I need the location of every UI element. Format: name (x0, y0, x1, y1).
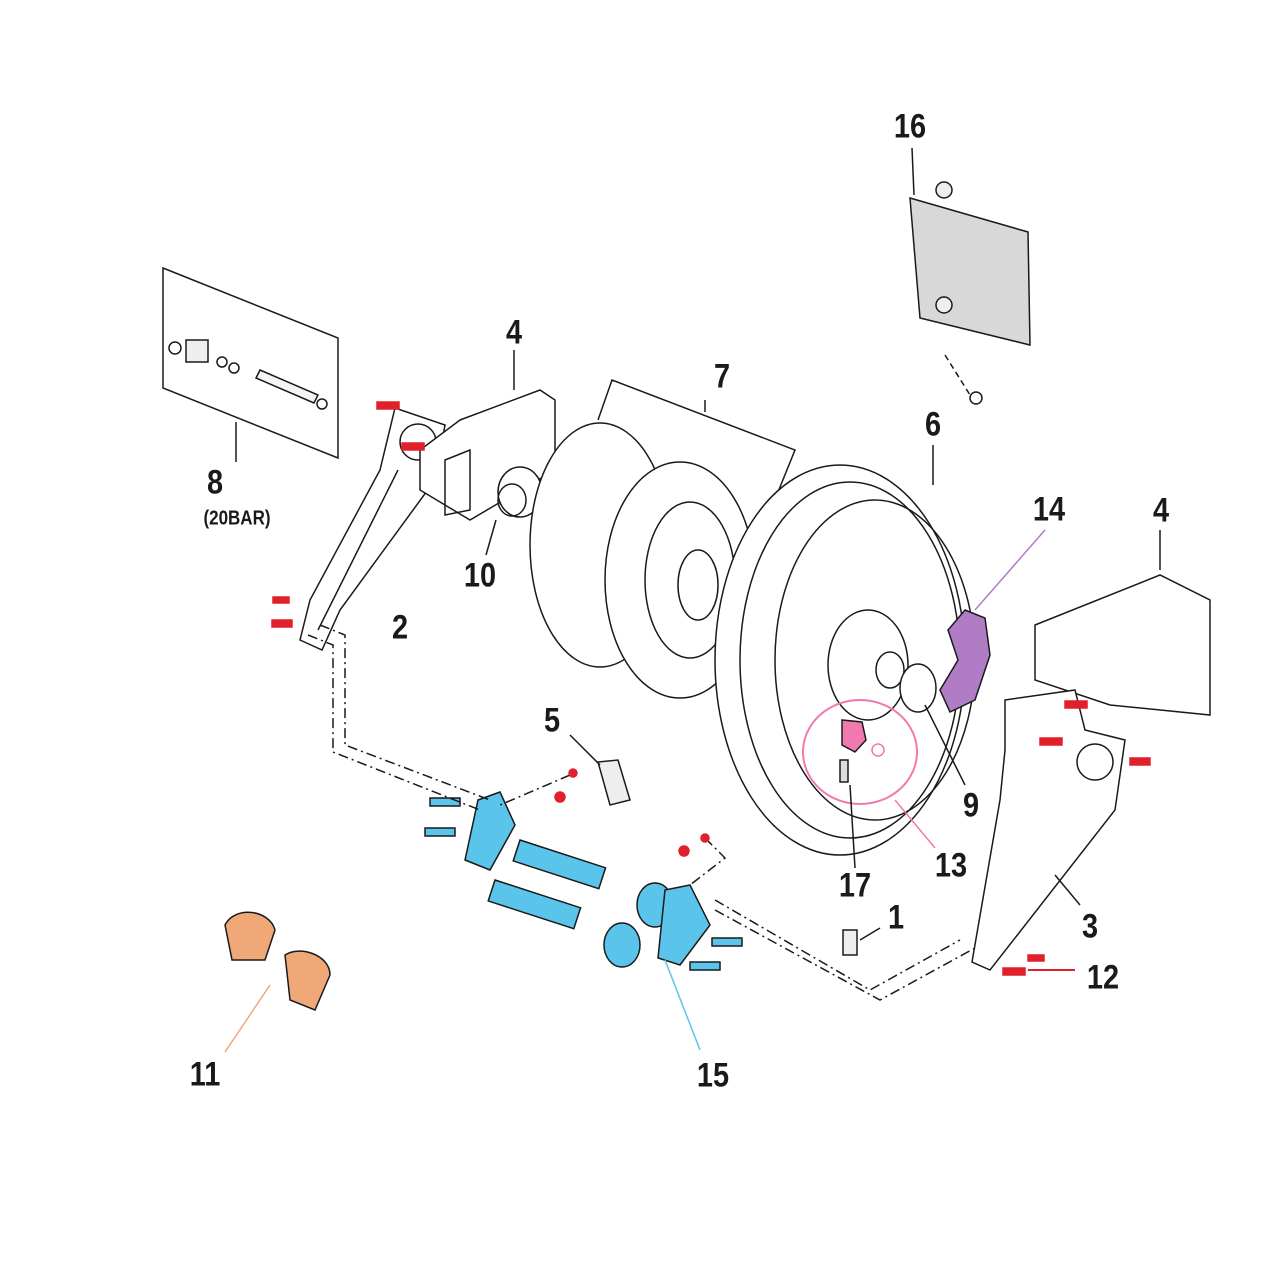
part-4-right-plate (1034, 530, 1211, 716)
part-14-ratchet (939, 529, 1046, 714)
callout-13: 13 (934, 846, 968, 885)
callout-3: 3 (1081, 907, 1099, 946)
callout-12: 12 (1086, 958, 1120, 997)
callout-11: 11 (189, 1055, 221, 1094)
callout-5: 5 (543, 701, 561, 740)
part-8-hose-swivel-kit (162, 266, 339, 462)
assembly-lines (307, 624, 976, 1001)
callout-8-note: (20BAR) (203, 507, 271, 530)
callout-8: 8 (206, 463, 224, 502)
callout-6: 6 (924, 405, 942, 444)
callout-4-left: 4 (505, 313, 523, 352)
callout-1: 1 (887, 898, 905, 937)
callout-4-right: 4 (1152, 491, 1170, 530)
callout-10: 10 (463, 556, 497, 595)
callout-16: 16 (893, 107, 927, 146)
part-3-right-arm (971, 689, 1126, 971)
callout-9: 9 (962, 786, 980, 825)
callout-14: 14 (1032, 490, 1066, 529)
callout-2: 2 (391, 608, 409, 647)
callout-15: 15 (696, 1056, 730, 1095)
callout-17: 17 (838, 866, 872, 905)
part-5-guide (569, 734, 631, 806)
part-12-bolts (271, 401, 1151, 976)
part-11-clamp (224, 911, 331, 1053)
part-6-reel-drum (714, 445, 976, 856)
callout-7: 7 (713, 357, 731, 396)
part-1-fitting (842, 927, 881, 956)
part-16-mounting-plate (909, 147, 1031, 405)
part-9-hub (899, 663, 966, 786)
part-15-roller-assembly (424, 791, 743, 1051)
part-13-pawl (802, 699, 936, 869)
